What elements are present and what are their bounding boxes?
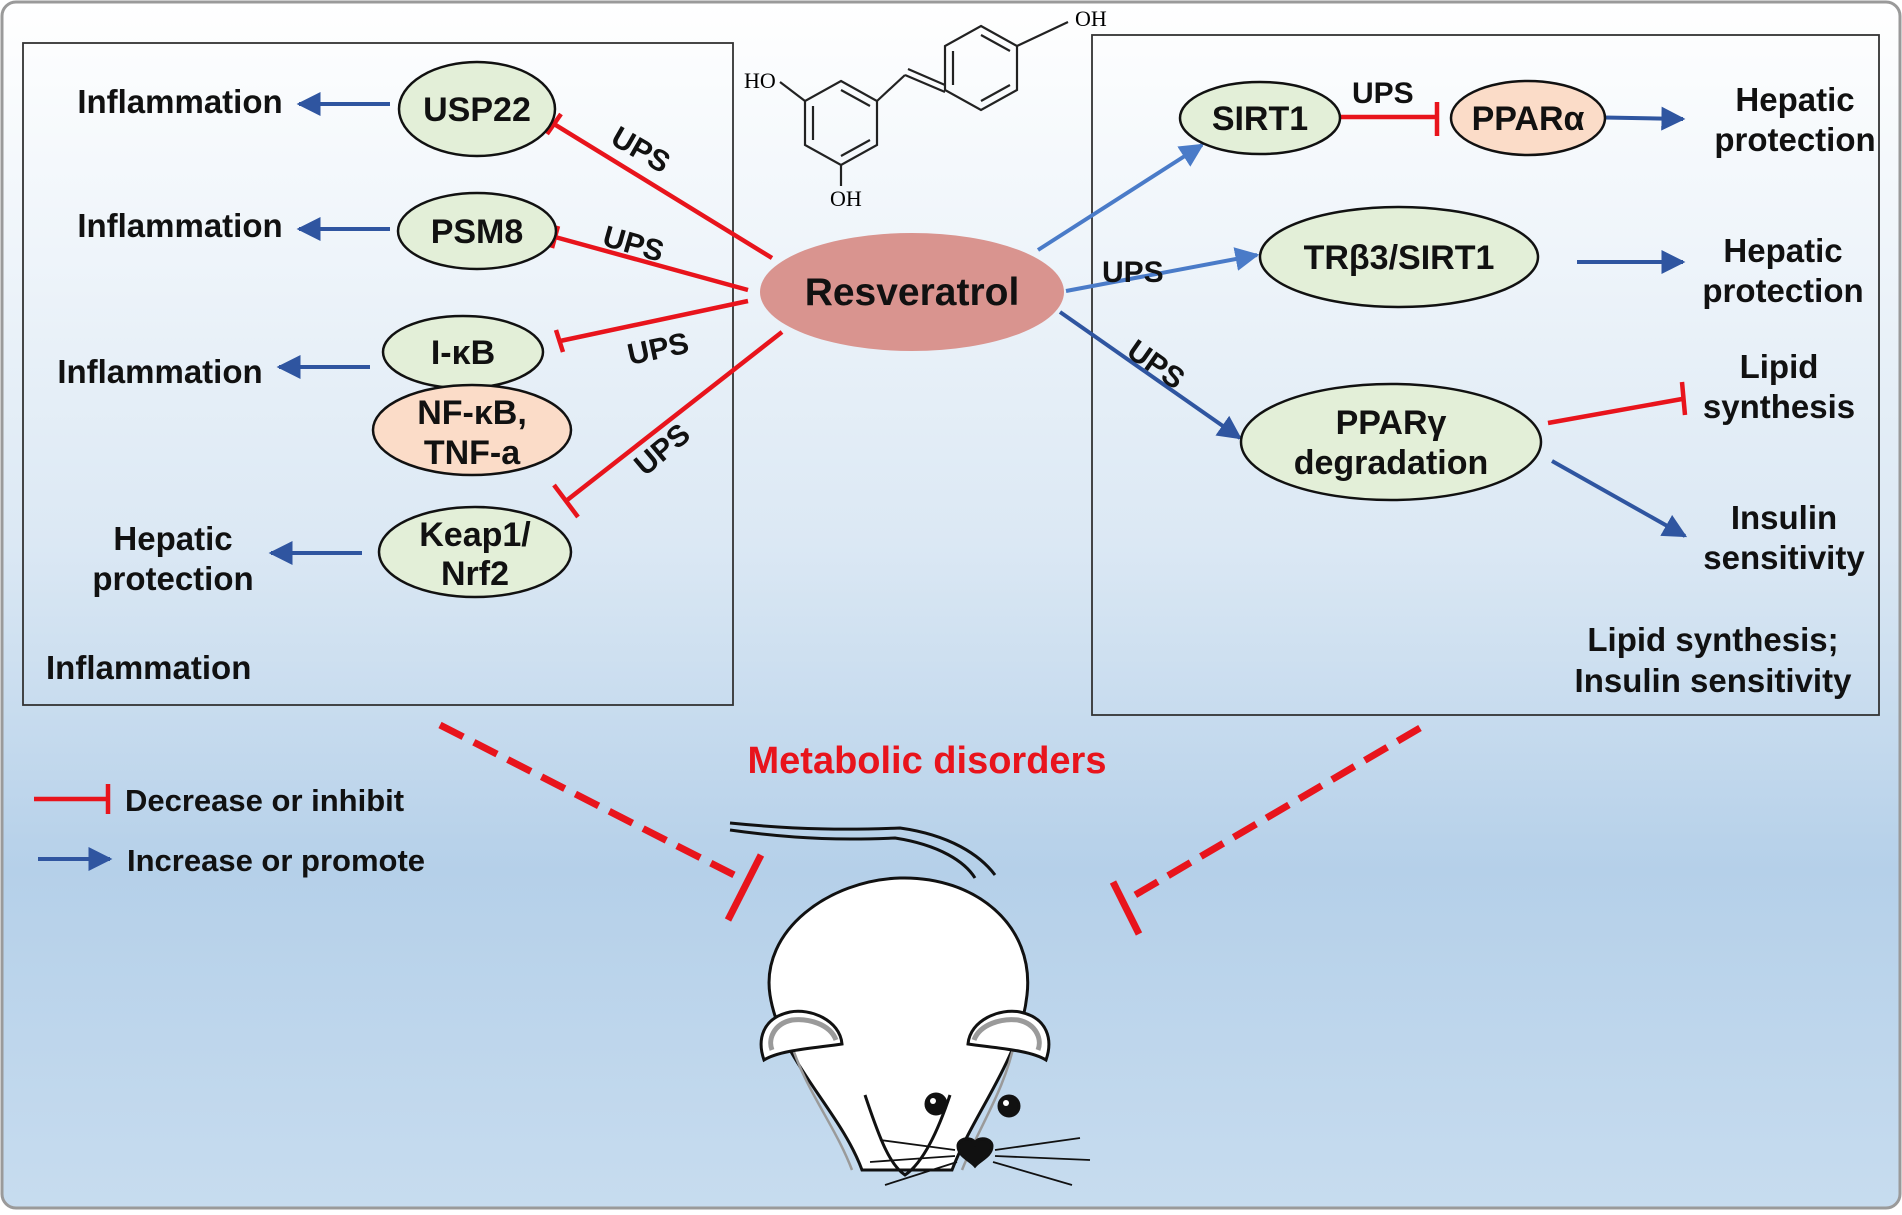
left-promotion-edges	[268, 92, 390, 565]
nfkb-label-line2: TNF-a	[424, 434, 521, 472]
node-ikb[interactable]: I-κB	[381, 314, 545, 390]
node-usp22[interactable]: USP22	[397, 60, 557, 158]
tbar-usp22	[545, 112, 563, 136]
tbar-keap1	[552, 483, 580, 519]
outcome-trb3-line2: protection	[1702, 272, 1863, 309]
legend-inhibit-label: Decrease or inhibit	[125, 783, 404, 818]
keap1-label-line2: Nrf2	[441, 555, 509, 593]
dashed-inhibition-tbars	[724, 853, 1143, 936]
legend-promote-label: Increase or promote	[127, 843, 425, 878]
tbar-ikb	[553, 329, 566, 353]
outcome-keap1-line1: Hepatic	[113, 520, 232, 557]
sirt1-label: SIRT1	[1212, 100, 1308, 138]
ups-label-sirt1: UPS	[1352, 77, 1414, 110]
node-nfkb[interactable]: NF-κB, TNF-a	[371, 383, 573, 477]
molecule-oh-bottom: OH	[830, 186, 862, 211]
node-trb3-sirt1[interactable]: TRβ3/SIRT1	[1258, 205, 1540, 309]
outcome-ppara-line2: protection	[1714, 121, 1875, 158]
keap1-label-line1: Keap1/	[419, 516, 531, 554]
outcome-usp22: Inflammation	[77, 83, 282, 120]
dashed-inhibition-edges	[438, 721, 1422, 902]
trb3-label: TRβ3/SIRT1	[1304, 239, 1495, 277]
outcome-lipid-line2: synthesis	[1703, 388, 1855, 425]
molecule-oh-top: OH	[1075, 6, 1107, 31]
molecule-ho-left: HO	[744, 68, 776, 93]
left-panel-box	[22, 42, 734, 706]
right-inhibition-edges	[1340, 102, 1688, 426]
metabolic-disorders-label: Metabolic disorders	[748, 740, 1107, 782]
resveratrol-label: Resveratrol	[805, 271, 1020, 314]
outcome-psm8: Inflammation	[77, 207, 282, 244]
outcome-ppara-line1: Hepatic	[1735, 81, 1854, 118]
edge-resveratrol-usp22	[552, 122, 774, 260]
resveratrol-structure-icon	[779, 21, 1069, 186]
mouse-icon	[729, 821, 1091, 1186]
left-panel-title: Inflammation	[46, 649, 251, 686]
ppara-label: PPARα	[1472, 100, 1585, 138]
node-resveratrol[interactable]: Resveratrol	[760, 233, 1064, 351]
node-pparg-degradation[interactable]: PPARγ degradation	[1239, 382, 1543, 502]
right-panel-box	[1091, 34, 1880, 716]
pparg-label-line2: degradation	[1294, 444, 1489, 482]
edge-resveratrol-keap1	[564, 330, 784, 503]
legend: Decrease or inhibit Increase or promote	[34, 783, 425, 878]
ikb-label: I-κB	[431, 334, 495, 372]
node-ppara[interactable]: PPARα	[1449, 79, 1607, 157]
outcome-trb3-line1: Hepatic	[1723, 232, 1842, 269]
pparg-label-line1: PPARγ	[1336, 404, 1447, 442]
right-panel-title-line2: Insulin sensitivity	[1575, 662, 1853, 699]
node-keap1-nrf2[interactable]: Keap1/ Nrf2	[377, 505, 573, 599]
edge-resveratrol-ikb	[559, 298, 749, 344]
outcome-insulin-line1: Insulin	[1731, 499, 1837, 536]
edge-resveratrol-psm8	[554, 234, 749, 293]
right-promotion-edges	[1036, 143, 1260, 293]
ups-label-trb3: UPS	[1102, 256, 1164, 289]
node-psm8[interactable]: PSM8	[396, 191, 558, 271]
right-panel-title-line1: Lipid synthesis;	[1587, 621, 1838, 658]
psm8-label: PSM8	[431, 213, 524, 251]
outcome-insulin-line2: sensitivity	[1703, 539, 1865, 576]
usp22-label: USP22	[423, 91, 531, 129]
nfkb-label-line1: NF-κB,	[417, 394, 527, 432]
outcome-keap1-line2: protection	[92, 560, 253, 597]
outcome-lipid-line1: Lipid	[1740, 348, 1819, 385]
node-sirt1[interactable]: SIRT1	[1178, 80, 1342, 156]
outcome-ikb: Inflammation	[57, 353, 262, 390]
